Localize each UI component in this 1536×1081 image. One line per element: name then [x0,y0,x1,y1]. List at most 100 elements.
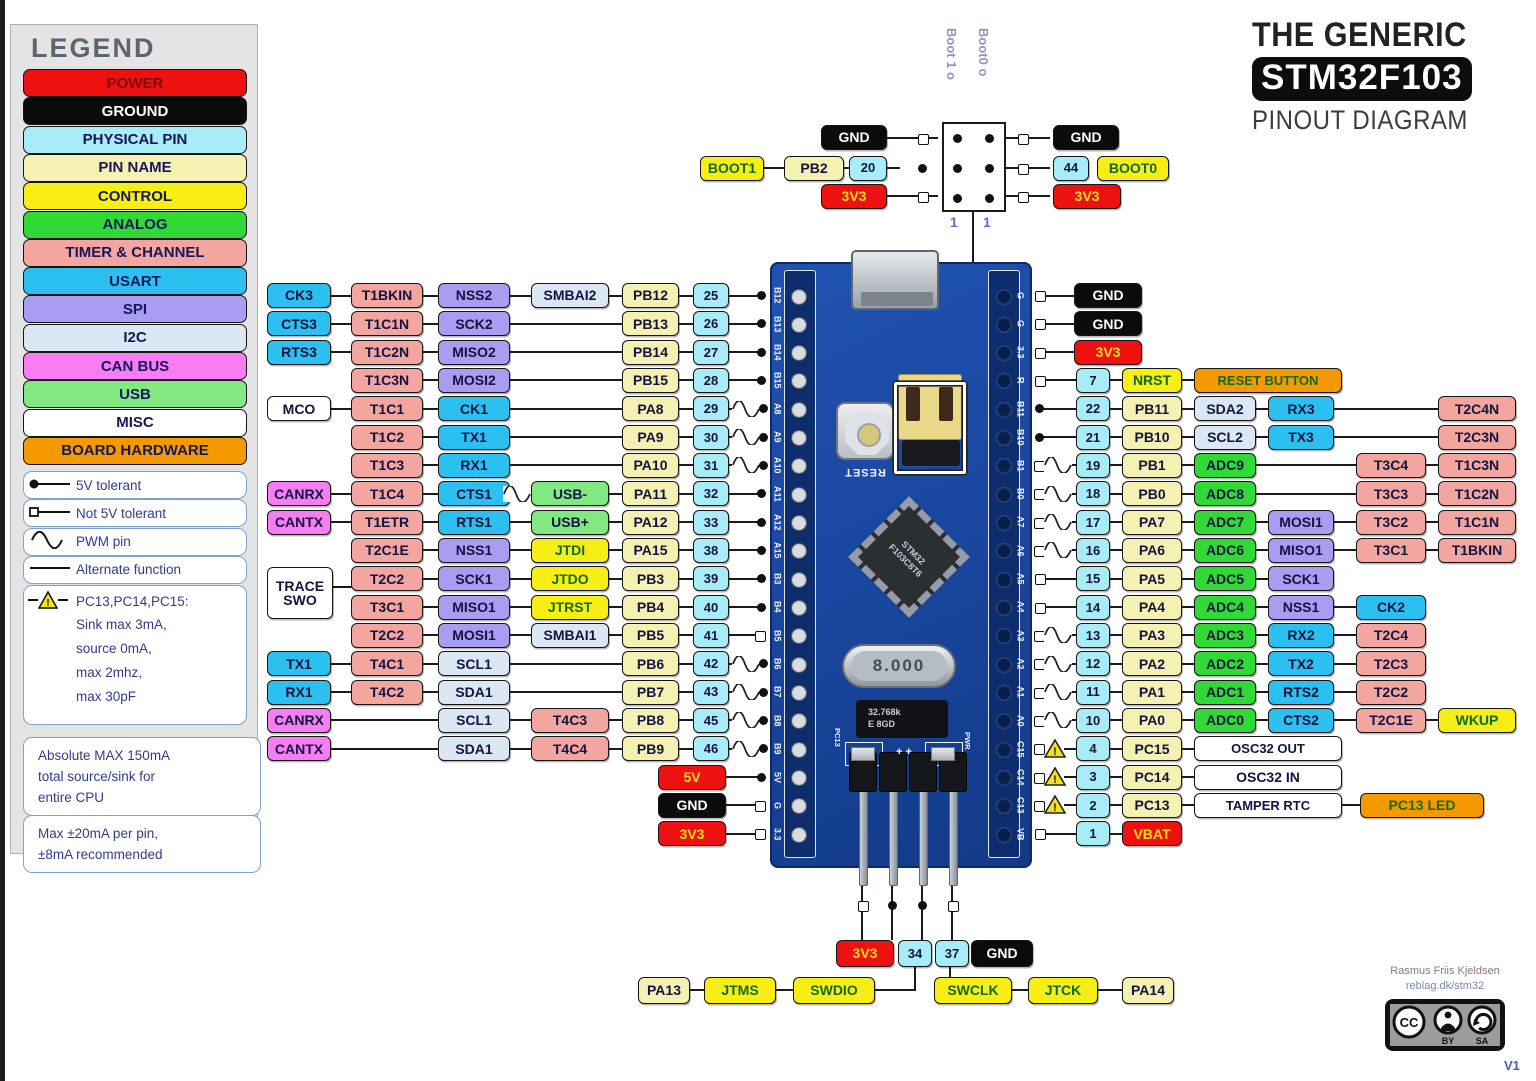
board-hole [996,713,1012,730]
pin-cell-adc5: ADC5 [1194,566,1256,592]
not-five-volt-tolerant-mark [1017,163,1029,175]
board-hole [996,600,1012,617]
pin-cell-jtms: JTMS [704,977,776,1004]
pin-cell-t2c2: T2C2 [1356,679,1426,705]
pin-cell-nss1: NSS1 [438,537,510,563]
pin-cell-pb4: PB4 [622,594,679,620]
five-volt-tolerant-dot [756,772,766,782]
pin-cell-cts1: CTS1 [438,481,510,507]
legend-title: LEGEND [31,33,156,63]
warning-triangle-icon: ! [1043,738,1067,764]
wire [921,886,923,940]
not-five-volt-tolerant-mark [1033,744,1045,756]
wire [1043,379,1334,382]
not-five-volt-tolerant-mark [1033,545,1045,557]
board-hole [791,571,807,588]
pin-cell-26: 26 [693,311,729,337]
pin-cell-1: 1 [1076,821,1110,847]
pin-cell-44: 44 [1053,155,1089,181]
warning-triangle-icon: ! [1043,766,1067,792]
pin-cell-46: 46 [693,736,729,762]
pin-cell-30: 30 [693,424,729,450]
board-hole [791,798,807,815]
not-five-volt-tolerant-mark [1034,829,1046,841]
pin-cell-pb12: PB12 [622,283,679,308]
pin-cell-5v: 5V [658,764,726,790]
pin-cell-40: 40 [693,594,729,620]
not-five-volt-tolerant-mark [1033,460,1045,472]
board-silk-label: B5 [772,629,783,642]
wire [275,662,746,665]
board-silk-label: A5 [1015,573,1026,585]
board-hole [996,798,1012,815]
board-hole [996,430,1012,447]
board-silk-label: C14 [1015,768,1026,786]
pin-cell-3v3: 3V3 [1053,184,1121,209]
board-hole [996,316,1012,333]
pin-cell-pa7: PA7 [1122,509,1182,535]
not-five-volt-tolerant-mark [754,800,766,812]
pin-cell-pa3: PA3 [1122,622,1182,648]
pin-cell-33: 33 [693,509,729,535]
pin-cell-37: 37 [935,940,969,967]
wire [951,886,953,940]
swd-header-pin [918,788,928,886]
pin-cell-3v3: 3V3 [836,940,894,967]
five-volt-tolerant-dot [756,319,766,329]
wire [275,719,746,722]
pin-cell-tx1: TX1 [267,651,331,677]
pin-cell-3v3: 3V3 [821,184,887,209]
legend-item-timer-channel: TIMER & CHANNEL [23,238,247,267]
pin-cell-25: 25 [693,283,729,308]
pin-cell-gnd: GND [658,792,726,818]
board-silk-label: B11 [1015,400,1026,417]
legend-item-ground: GROUND [23,97,247,126]
legend-note-pwm-pin: PWM pin [23,527,247,556]
legend-note-alternate-function: Alternate function [23,555,247,584]
board-silk-label: A12 [772,513,783,531]
board-hole [996,486,1012,503]
boot-column-label: Boot 1 o [944,28,959,80]
legend-item-can-bus: CAN BUS [23,352,247,380]
warning-triangle-icon: ! [1043,794,1067,820]
wire [740,167,790,169]
pin-cell-tx3: TX3 [1268,424,1334,450]
board-silk-label: A11 [772,485,783,502]
not-five-volt-tolerant-mark [917,191,929,203]
not-five-volt-tolerant-mark [1033,687,1045,699]
pin-cell-pb9: PB9 [622,736,679,762]
pin-cell-jtdi: JTDI [531,537,609,563]
pwm-wave [1044,626,1072,648]
pin-cell-pb3: PB3 [622,566,679,592]
pin-cell-jtrst: JTRST [531,594,609,620]
wire [880,137,938,139]
board-hole [996,656,1012,673]
wire [664,989,916,991]
pin-cell-t1c3: T1C3 [351,452,423,478]
pin-cell-7: 7 [1076,367,1110,393]
board-hole [791,713,807,730]
pin-cell-miso1: MISO1 [1268,537,1334,563]
pin-cell-jtdo: JTDO [531,566,609,592]
five-volt-tolerant-dot [758,432,768,442]
pin-cell-t1c1n: T1C1N [351,311,423,337]
five-volt-tolerant-dot [1034,404,1044,414]
pin-cell-pa10: PA10 [622,452,679,478]
wire [746,634,756,637]
pin-cell-usb: USB- [531,481,609,507]
crystal-8mhz: 8.000 [842,644,956,688]
pin-cell-t1c2: T1C2 [351,424,423,450]
pin-cell-ck2: CK2 [1356,594,1426,620]
pin-cell-rx1: RX1 [438,452,510,478]
board-silk-label: B6 [772,658,783,670]
pin-cell-pb14: PB14 [622,339,679,365]
five-volt-tolerant-dot [756,347,766,357]
boot-column-label: Boot0 o [976,28,991,77]
legend-item-misc: MISC [23,408,247,437]
board-hole [791,458,807,475]
pin-cell-gnd: GND [821,125,887,150]
pin-cell-miso1: MISO1 [438,594,510,620]
